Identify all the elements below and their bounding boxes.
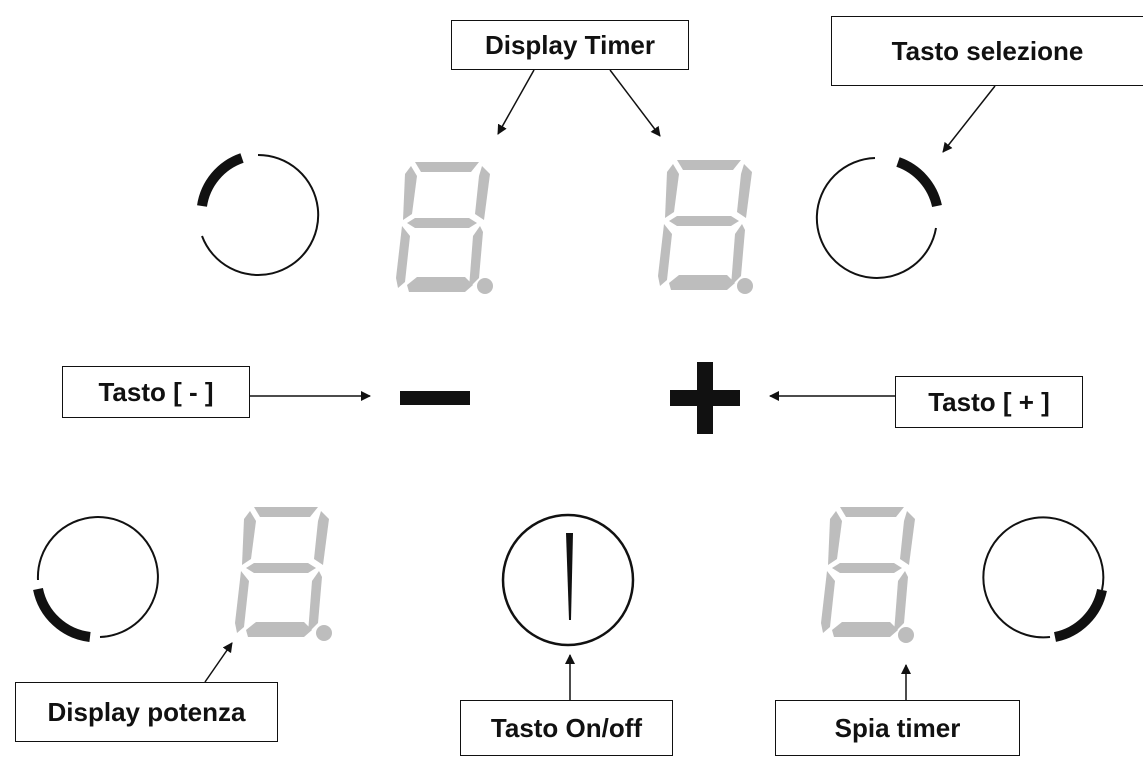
plus-key-icon[interactable] [670,362,740,434]
label-display-potenza: Display potenza [15,682,278,742]
selection-ring-top-left-icon[interactable] [197,153,320,276]
timer-digit-right-icon [658,160,753,294]
timer-digit-left-icon [396,162,493,294]
arrow-tasto-selezione [942,85,996,153]
timer-indicator-digit-icon [821,507,915,643]
label-display-timer: Display Timer [451,20,689,70]
arrow-display-timer-right [609,69,661,137]
label-tasto-minus: Tasto [ - ] [62,366,250,418]
selection-ring-bottom-left-icon[interactable] [33,516,159,642]
decimal-point-icon [477,278,493,294]
label-tasto-selezione: Tasto selezione [831,16,1143,86]
label-tasto-plus: Tasto [ + ] [895,376,1083,428]
decimal-point-icon [316,625,332,641]
power-digit-icon [235,507,332,641]
minus-key-icon[interactable] [400,391,470,405]
callout-arrows [204,69,996,700]
timer-indicator-dot-icon [898,627,914,643]
power-toggle-icon[interactable] [501,513,635,647]
selection-ring-top-right-icon[interactable] [815,157,942,279]
label-spia-timer: Spia timer [775,700,1020,756]
label-tasto-onoff: Tasto On/off [460,700,673,756]
arrow-display-potenza [204,642,233,683]
arrow-display-timer-left [497,69,535,135]
decimal-point-icon [737,278,753,294]
selection-ring-bottom-right-icon[interactable] [982,516,1107,642]
